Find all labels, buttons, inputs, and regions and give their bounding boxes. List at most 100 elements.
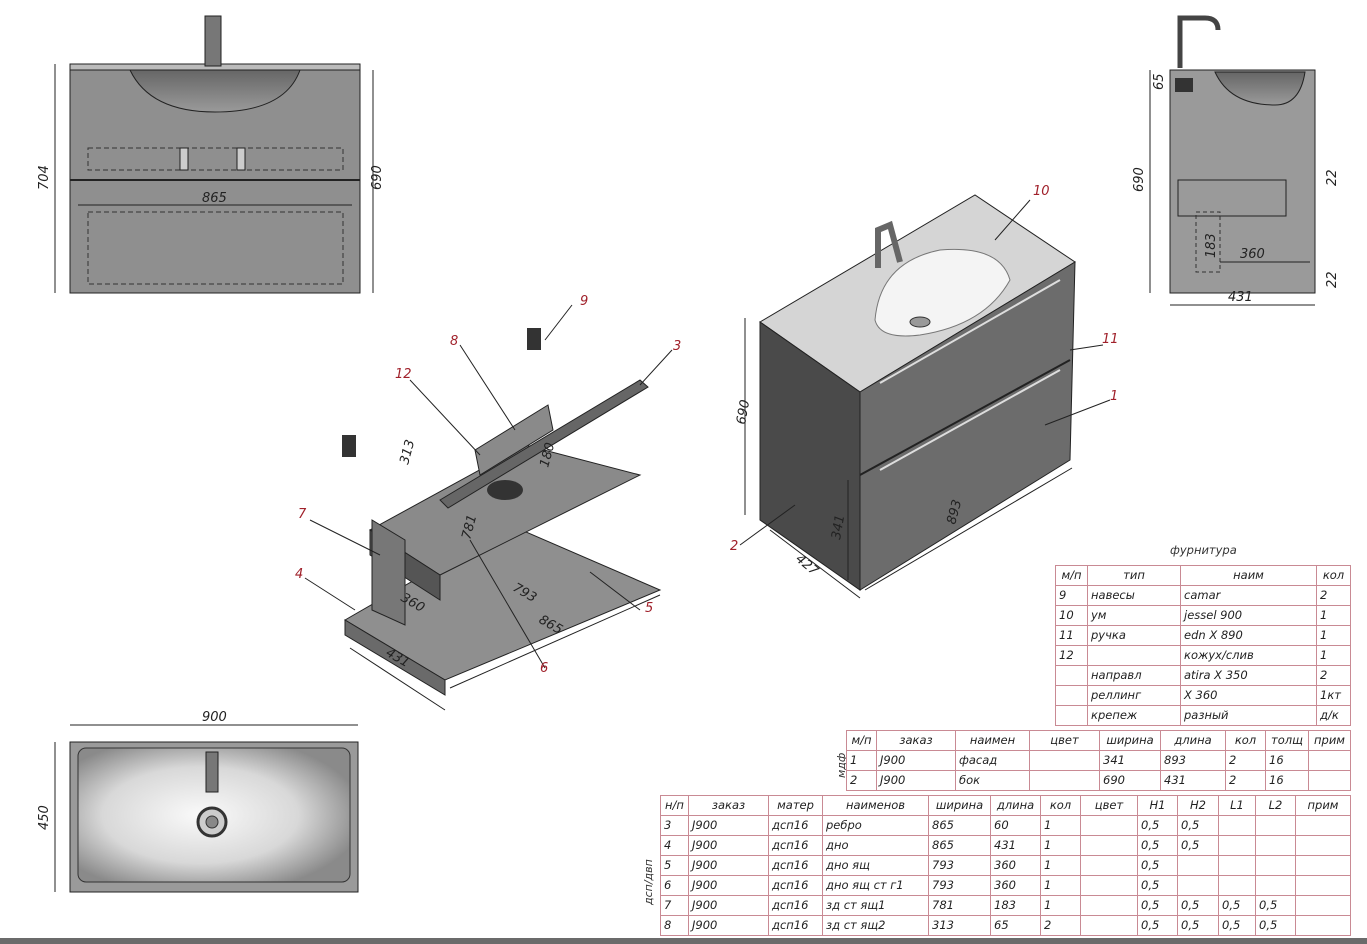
table-cell: 865 bbox=[928, 815, 991, 836]
column-header: L2 bbox=[1255, 795, 1296, 816]
table-cell: зд ст ящ2 bbox=[822, 915, 929, 936]
column-header: м/п bbox=[1055, 565, 1088, 586]
table-cell: 1 bbox=[1316, 605, 1351, 626]
dim-side-65: 65 bbox=[1152, 73, 1167, 90]
table-cell: 2 bbox=[846, 770, 877, 791]
callout-8: 8 bbox=[450, 334, 458, 349]
table-cell: 0,5 bbox=[1137, 835, 1178, 856]
dim-front-690: 690 bbox=[370, 165, 385, 190]
column-header: заказ bbox=[876, 730, 956, 751]
table-cell: 0,5 bbox=[1137, 875, 1178, 896]
callout-7: 7 bbox=[298, 507, 307, 522]
column-header: кол bbox=[1225, 730, 1266, 751]
table-cell bbox=[1218, 815, 1256, 836]
table-cell: J900 bbox=[688, 815, 769, 836]
table-cell: 0,5 bbox=[1177, 915, 1219, 936]
table-cell: 0,5 bbox=[1177, 895, 1219, 916]
table-cell: ребро bbox=[822, 815, 929, 836]
table-cell: направл bbox=[1087, 665, 1181, 686]
table-cell: 1 bbox=[1040, 855, 1081, 876]
table-cell: зд ст ящ1 bbox=[822, 895, 929, 916]
table-cell: 1 bbox=[1316, 625, 1351, 646]
table-cell: 65 bbox=[990, 915, 1041, 936]
callout-6: 6 bbox=[540, 661, 548, 676]
callout-1: 1 bbox=[1110, 389, 1118, 404]
table-cell bbox=[1295, 895, 1351, 916]
table-cell: 9 bbox=[1055, 585, 1088, 606]
dim-top-450: 450 bbox=[37, 805, 52, 830]
table-cell: ручка bbox=[1087, 625, 1181, 646]
table-cell: 1 bbox=[846, 750, 877, 771]
callout-12: 12 bbox=[395, 367, 412, 382]
table-cell: 183 bbox=[990, 895, 1041, 916]
table-cell: 2 bbox=[1316, 585, 1351, 606]
column-header: длина bbox=[990, 795, 1041, 816]
table-cell: 431 bbox=[990, 835, 1041, 856]
table-cell: X 360 bbox=[1180, 685, 1317, 706]
table-cell: 11 bbox=[1055, 625, 1088, 646]
callout-4: 4 bbox=[295, 567, 303, 582]
side-view bbox=[1149, 15, 1316, 306]
table-cell: 2 bbox=[1040, 915, 1081, 936]
table-cell: 0,5 bbox=[1255, 915, 1296, 936]
column-header: н/п bbox=[660, 795, 689, 816]
dim-side-690: 690 bbox=[1132, 167, 1147, 192]
table-cell: 8 bbox=[660, 915, 689, 936]
table-cell: 16 bbox=[1265, 750, 1309, 771]
table-cell: J900 bbox=[688, 835, 769, 856]
dim-side-360: 360 bbox=[1240, 247, 1265, 262]
table-cell bbox=[1055, 685, 1088, 706]
table-cell: 0,5 bbox=[1177, 835, 1219, 856]
dim-side-22-top: 22 bbox=[1325, 169, 1340, 186]
column-header: заказ bbox=[688, 795, 769, 816]
table-cell: camar bbox=[1180, 585, 1317, 606]
column-header: матер bbox=[768, 795, 823, 816]
column-header: L1 bbox=[1218, 795, 1256, 816]
table-cell: 360 bbox=[990, 855, 1041, 876]
column-header: H1 bbox=[1137, 795, 1178, 816]
dim-side-22-bottom: 22 bbox=[1325, 271, 1340, 288]
hardware-table-title: фурнитура bbox=[1170, 543, 1237, 557]
table-cell: jessel 900 bbox=[1180, 605, 1317, 626]
table-cell bbox=[1080, 895, 1138, 916]
dim-top-900: 900 bbox=[202, 710, 227, 725]
column-header: кол bbox=[1316, 565, 1351, 586]
table-cell: 12 bbox=[1055, 645, 1088, 666]
table-cell: 3 bbox=[660, 815, 689, 836]
table-cell: J900 bbox=[688, 855, 769, 876]
column-header: цвет bbox=[1080, 795, 1138, 816]
table-cell bbox=[1295, 875, 1351, 896]
dim-exp-180: 180 bbox=[537, 441, 558, 469]
dim-iso-893: 893 bbox=[944, 498, 965, 526]
table-cell bbox=[1255, 815, 1296, 836]
table-cell bbox=[1080, 915, 1138, 936]
table-cell: дсп16 bbox=[768, 815, 823, 836]
table-cell bbox=[1295, 835, 1351, 856]
column-header: тип bbox=[1087, 565, 1181, 586]
table-cell bbox=[1308, 770, 1351, 791]
table-cell: 1 bbox=[1040, 875, 1081, 896]
bottom-bar bbox=[0, 938, 1367, 944]
table-cell: д/к bbox=[1316, 705, 1351, 726]
table-cell: atira X 350 bbox=[1180, 665, 1317, 686]
table-cell: 0,5 bbox=[1137, 815, 1178, 836]
table-cell: J900 bbox=[688, 915, 769, 936]
table-cell: 1 bbox=[1316, 645, 1351, 666]
table-cell: дсп16 bbox=[768, 855, 823, 876]
table-cell: 690 bbox=[1099, 770, 1161, 791]
table-cell: 60 bbox=[990, 815, 1041, 836]
table-cell: 431 bbox=[1160, 770, 1226, 791]
